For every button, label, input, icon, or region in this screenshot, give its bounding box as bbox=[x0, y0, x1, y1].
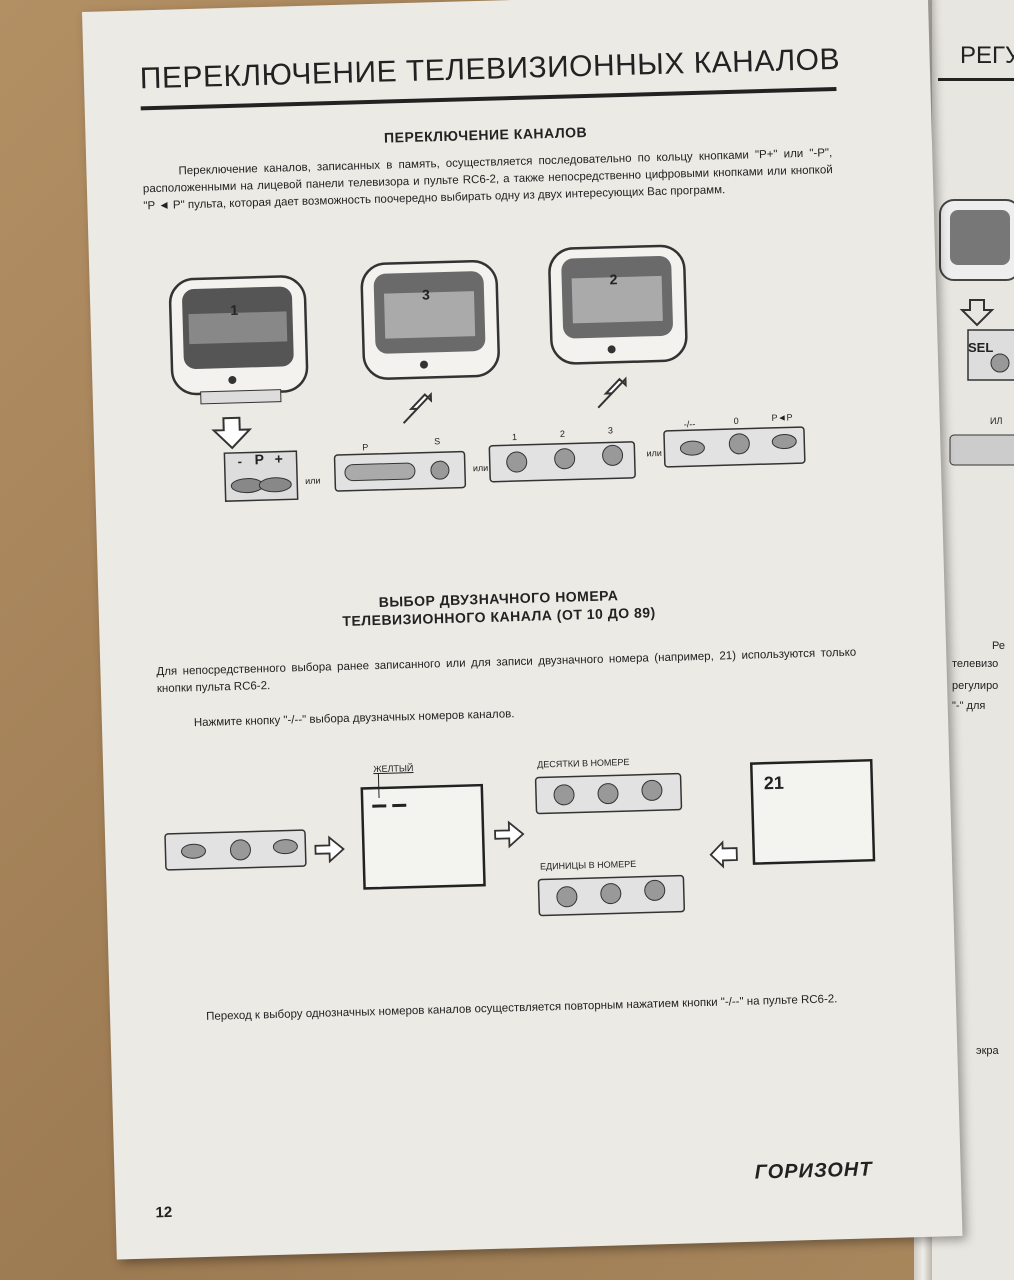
p-plus-label: + bbox=[274, 450, 283, 467]
tv-number-3: 3 bbox=[421, 286, 431, 303]
arrow-up-icon bbox=[402, 391, 433, 424]
arrow-down-icon bbox=[211, 416, 253, 450]
yellow-label: ЖЕЛТЫЙ bbox=[373, 763, 414, 775]
manual-page: ПЕРЕКЛЮЧЕНИЕ ТЕЛЕВИЗИОННЫХ КАНАЛОВ ПЕРЕК… bbox=[82, 0, 963, 1260]
section2-text1: Для непосредственного выбора ранее запис… bbox=[156, 646, 857, 696]
right-page-line-3: регулиро bbox=[952, 680, 999, 692]
tv-number-2: 2 bbox=[609, 271, 618, 288]
tv-screen-blank-icon bbox=[360, 783, 486, 890]
p-rocker-icon bbox=[344, 462, 416, 482]
arrow-right-icon bbox=[314, 835, 345, 864]
right-page: РЕГУ SEL ИЛ Ре телевизо регулиро "-" для… bbox=[930, 0, 1014, 1280]
section1-text: Переключение каналов, записанных в памят… bbox=[142, 147, 833, 213]
brand-logo: ГОРИЗОНТ bbox=[754, 1158, 873, 1184]
arrow-up-icon-2 bbox=[597, 376, 627, 409]
right-page-sel: SEL bbox=[968, 340, 994, 355]
screen-value: 21 bbox=[763, 772, 785, 794]
tv-number-1: 1 bbox=[230, 301, 239, 318]
or-label-3: или bbox=[646, 447, 662, 459]
zero-label: 0 bbox=[733, 415, 739, 426]
s-button-icon bbox=[430, 460, 450, 480]
p-letter-label: P bbox=[254, 451, 265, 468]
p-minus-label: - bbox=[237, 453, 243, 469]
right-page-line-4: "-" для bbox=[952, 700, 986, 712]
right-page-illustration bbox=[939, 199, 1014, 466]
pp-label: P◄P bbox=[771, 412, 793, 423]
page-number: 12 bbox=[155, 1203, 173, 1222]
or-label-2: или bbox=[472, 462, 489, 474]
tv-3-icon bbox=[360, 259, 500, 380]
right-page-ili: ИЛ bbox=[990, 416, 1003, 426]
right-page-title: РЕГУ bbox=[960, 42, 1014, 69]
digit-3-label: 3 bbox=[607, 425, 614, 436]
tv-screen-21-icon bbox=[749, 758, 876, 865]
section2-text2: Нажмите кнопку "-/--" выбора двузначных … bbox=[193, 708, 515, 730]
p-plus-button-icon bbox=[258, 477, 292, 493]
arrow-left-up-icon bbox=[709, 840, 738, 869]
p-minus-button-icon bbox=[230, 478, 264, 494]
tv-2-icon bbox=[548, 244, 688, 365]
right-page-rule bbox=[938, 78, 1014, 81]
arrow-right-icon-2 bbox=[494, 820, 525, 849]
section2-text3: Переход к выбору однозначных номеров кан… bbox=[205, 993, 838, 1023]
digit-1-label: 1 bbox=[511, 432, 518, 443]
right-page-bottom: экра bbox=[976, 1045, 999, 1057]
two-digit-illustration bbox=[164, 758, 876, 917]
tv-1-icon bbox=[168, 275, 309, 405]
right-page-line-2: телевизо bbox=[952, 658, 999, 670]
right-page-line-1: Ре bbox=[992, 640, 1005, 652]
section1-title: ПЕРЕКЛЮЧЕНИЕ КАНАЛОВ bbox=[383, 123, 588, 146]
rc-p-label: P bbox=[362, 442, 369, 453]
or-label-1: или bbox=[305, 475, 321, 486]
dash-label: -/-- bbox=[683, 419, 696, 430]
channel-switch-illustration bbox=[168, 244, 806, 502]
digit-2-label: 2 bbox=[559, 428, 566, 439]
page-title: ПЕРЕКЛЮЧЕНИЕ ТЕЛЕВИЗИОННЫХ КАНАЛОВ bbox=[139, 42, 841, 96]
s-label: S bbox=[433, 436, 441, 447]
